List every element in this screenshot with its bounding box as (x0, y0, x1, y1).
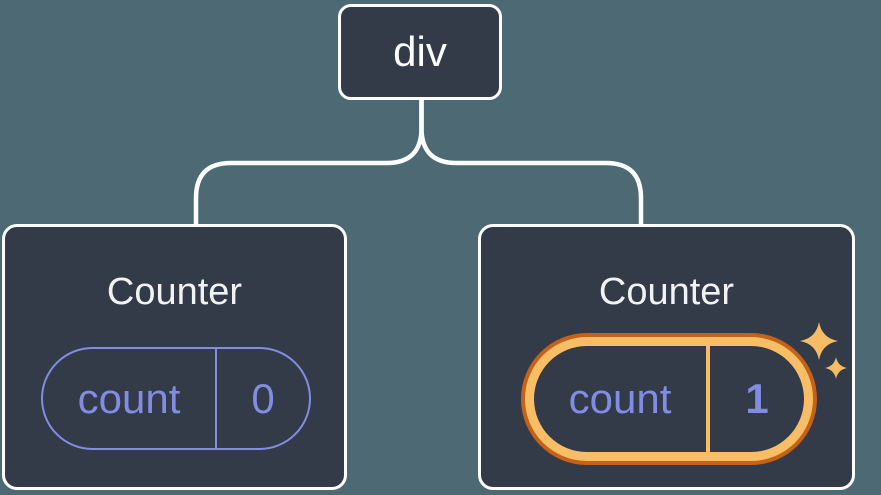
sparkle-small (825, 357, 847, 379)
counter-title-right: Counter (598, 271, 735, 313)
edge-root-to-right-counter (419, 99, 644, 226)
counter-card-left: Counter count 0 (2, 224, 347, 490)
state-key-label: count (568, 375, 672, 422)
state-key-label: count (77, 374, 181, 422)
state-value: 1 (706, 346, 804, 452)
root-node-div: div (338, 4, 502, 100)
root-node-label: div (393, 28, 447, 75)
state-value: 0 (215, 349, 309, 448)
counter-card-right: Counter count 1 (478, 224, 855, 490)
state-pill-left: count 0 (41, 347, 311, 450)
sparkle-large (800, 322, 838, 360)
counter-title-left: Counter (106, 271, 243, 313)
sparkles-icon (800, 322, 847, 379)
state-pill-highlight-ring: count 1 (521, 333, 817, 465)
state-pill-right: count 1 (534, 346, 804, 452)
edge-root-to-left-counter (193, 99, 424, 226)
state-pill-highlight-ring-inner: count 1 (525, 337, 813, 461)
